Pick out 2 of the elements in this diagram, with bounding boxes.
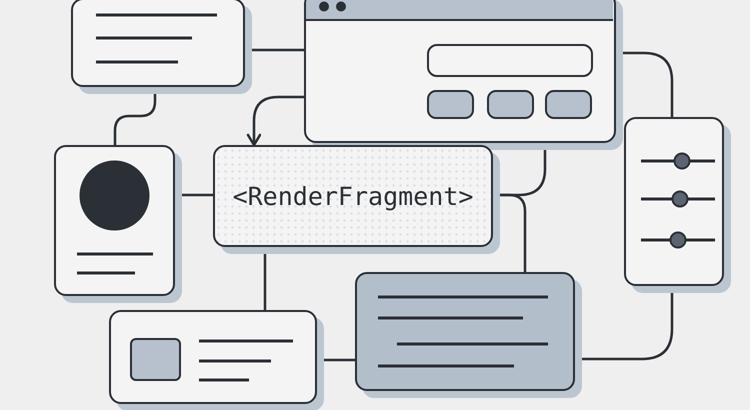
node-label: <RenderFragment> <box>232 182 474 210</box>
arrow <box>246 96 304 146</box>
